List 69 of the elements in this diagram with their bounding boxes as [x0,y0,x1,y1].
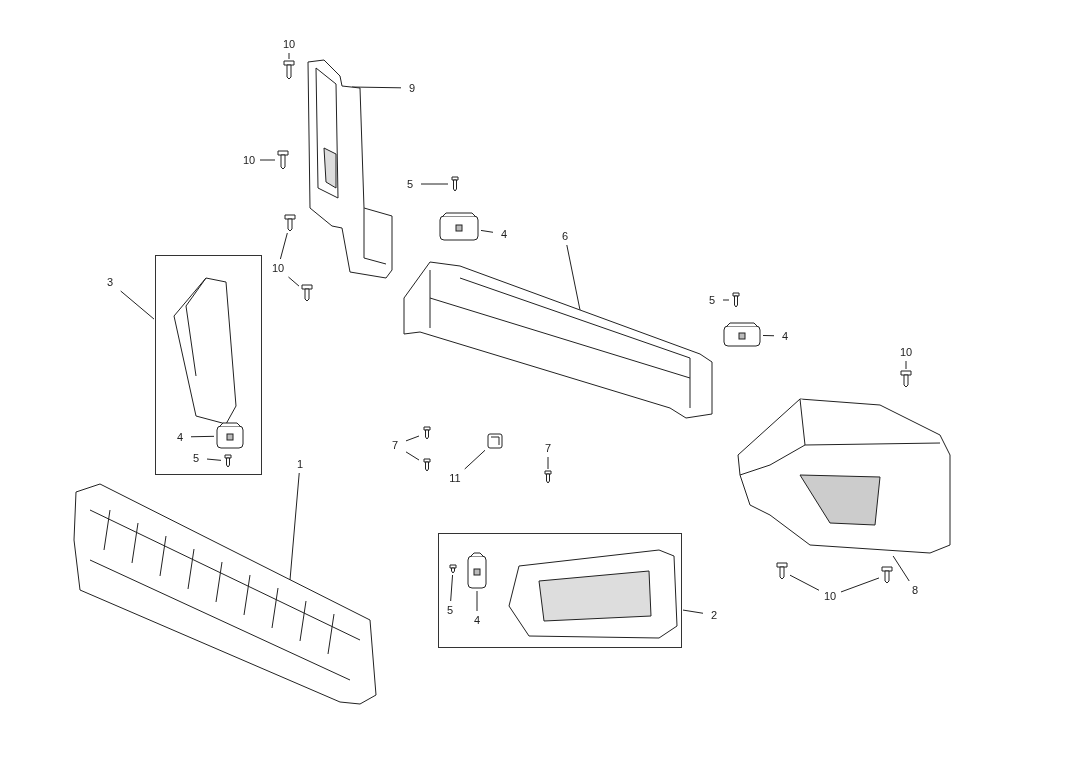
screw-drawing [283,214,297,232]
callout-number: 11 [445,470,465,486]
callout-number: 4 [467,612,487,628]
screw-drawing [899,370,913,388]
leader-line [279,232,288,260]
callout-number: 10 [820,588,840,604]
screw-drawing [276,150,290,170]
leader-line [259,159,276,161]
pin-drawing [446,564,460,574]
leader-line [120,290,155,320]
leader-line [405,435,420,442]
leader-line [405,451,420,461]
callout-number: 10 [239,152,259,168]
callout-number: 10 [896,344,916,360]
callout-number: 4 [775,328,795,344]
callout-number: 4 [494,226,514,242]
callout-number: 5 [186,450,206,466]
actuator-drawing [722,322,762,348]
leader-line [682,609,704,614]
actuator-drawing [438,212,480,242]
leader-line [905,360,907,370]
callout-number: 1 [290,456,310,472]
actuator-drawing [466,552,488,590]
callout-number: 3 [100,274,120,290]
leader-line [840,577,880,593]
leader-line [287,276,300,287]
inset-frame [155,255,262,475]
leader-line [190,435,215,438]
screw-drawing [880,566,894,584]
callout-number: 7 [538,440,558,456]
inset-frame [438,533,682,648]
leader-line [450,574,454,602]
pin-drawing [222,454,234,468]
leader-line [789,574,820,591]
leader-line [289,472,300,581]
leader-line [476,590,478,612]
pin-drawing [420,458,434,472]
leader-line [420,183,449,185]
screw-drawing [300,284,314,302]
leader-line [464,449,486,470]
actuator-drawing [215,422,245,450]
callout-number: 7 [385,437,405,453]
callout-number: 6 [555,228,575,244]
frame-drawing [400,258,715,420]
pin-drawing [541,470,555,484]
screw-drawing [775,562,789,580]
screw-drawing [282,60,296,80]
callout-number: 4 [170,429,190,445]
leader-line [480,229,494,233]
callout-number: 5 [702,292,722,308]
leader-line [547,456,549,470]
leader-line [892,555,910,582]
leader-line [722,299,730,301]
pin-drawing [420,426,434,440]
callout-number: 2 [704,607,724,623]
grille-drawing [70,480,380,705]
pin-drawing [730,292,742,308]
callout-number: 5 [400,176,420,192]
callout-number: 5 [440,602,460,618]
leader-line [566,244,581,311]
leader-line [288,52,290,60]
callout-number: 8 [905,582,925,598]
leader-line [206,458,222,461]
clip-drawing [486,432,504,450]
pin-drawing [449,176,461,192]
callout-number: 10 [268,260,288,276]
leader-line [762,335,775,337]
callout-number: 9 [402,80,422,96]
callout-number: 10 [279,36,299,52]
